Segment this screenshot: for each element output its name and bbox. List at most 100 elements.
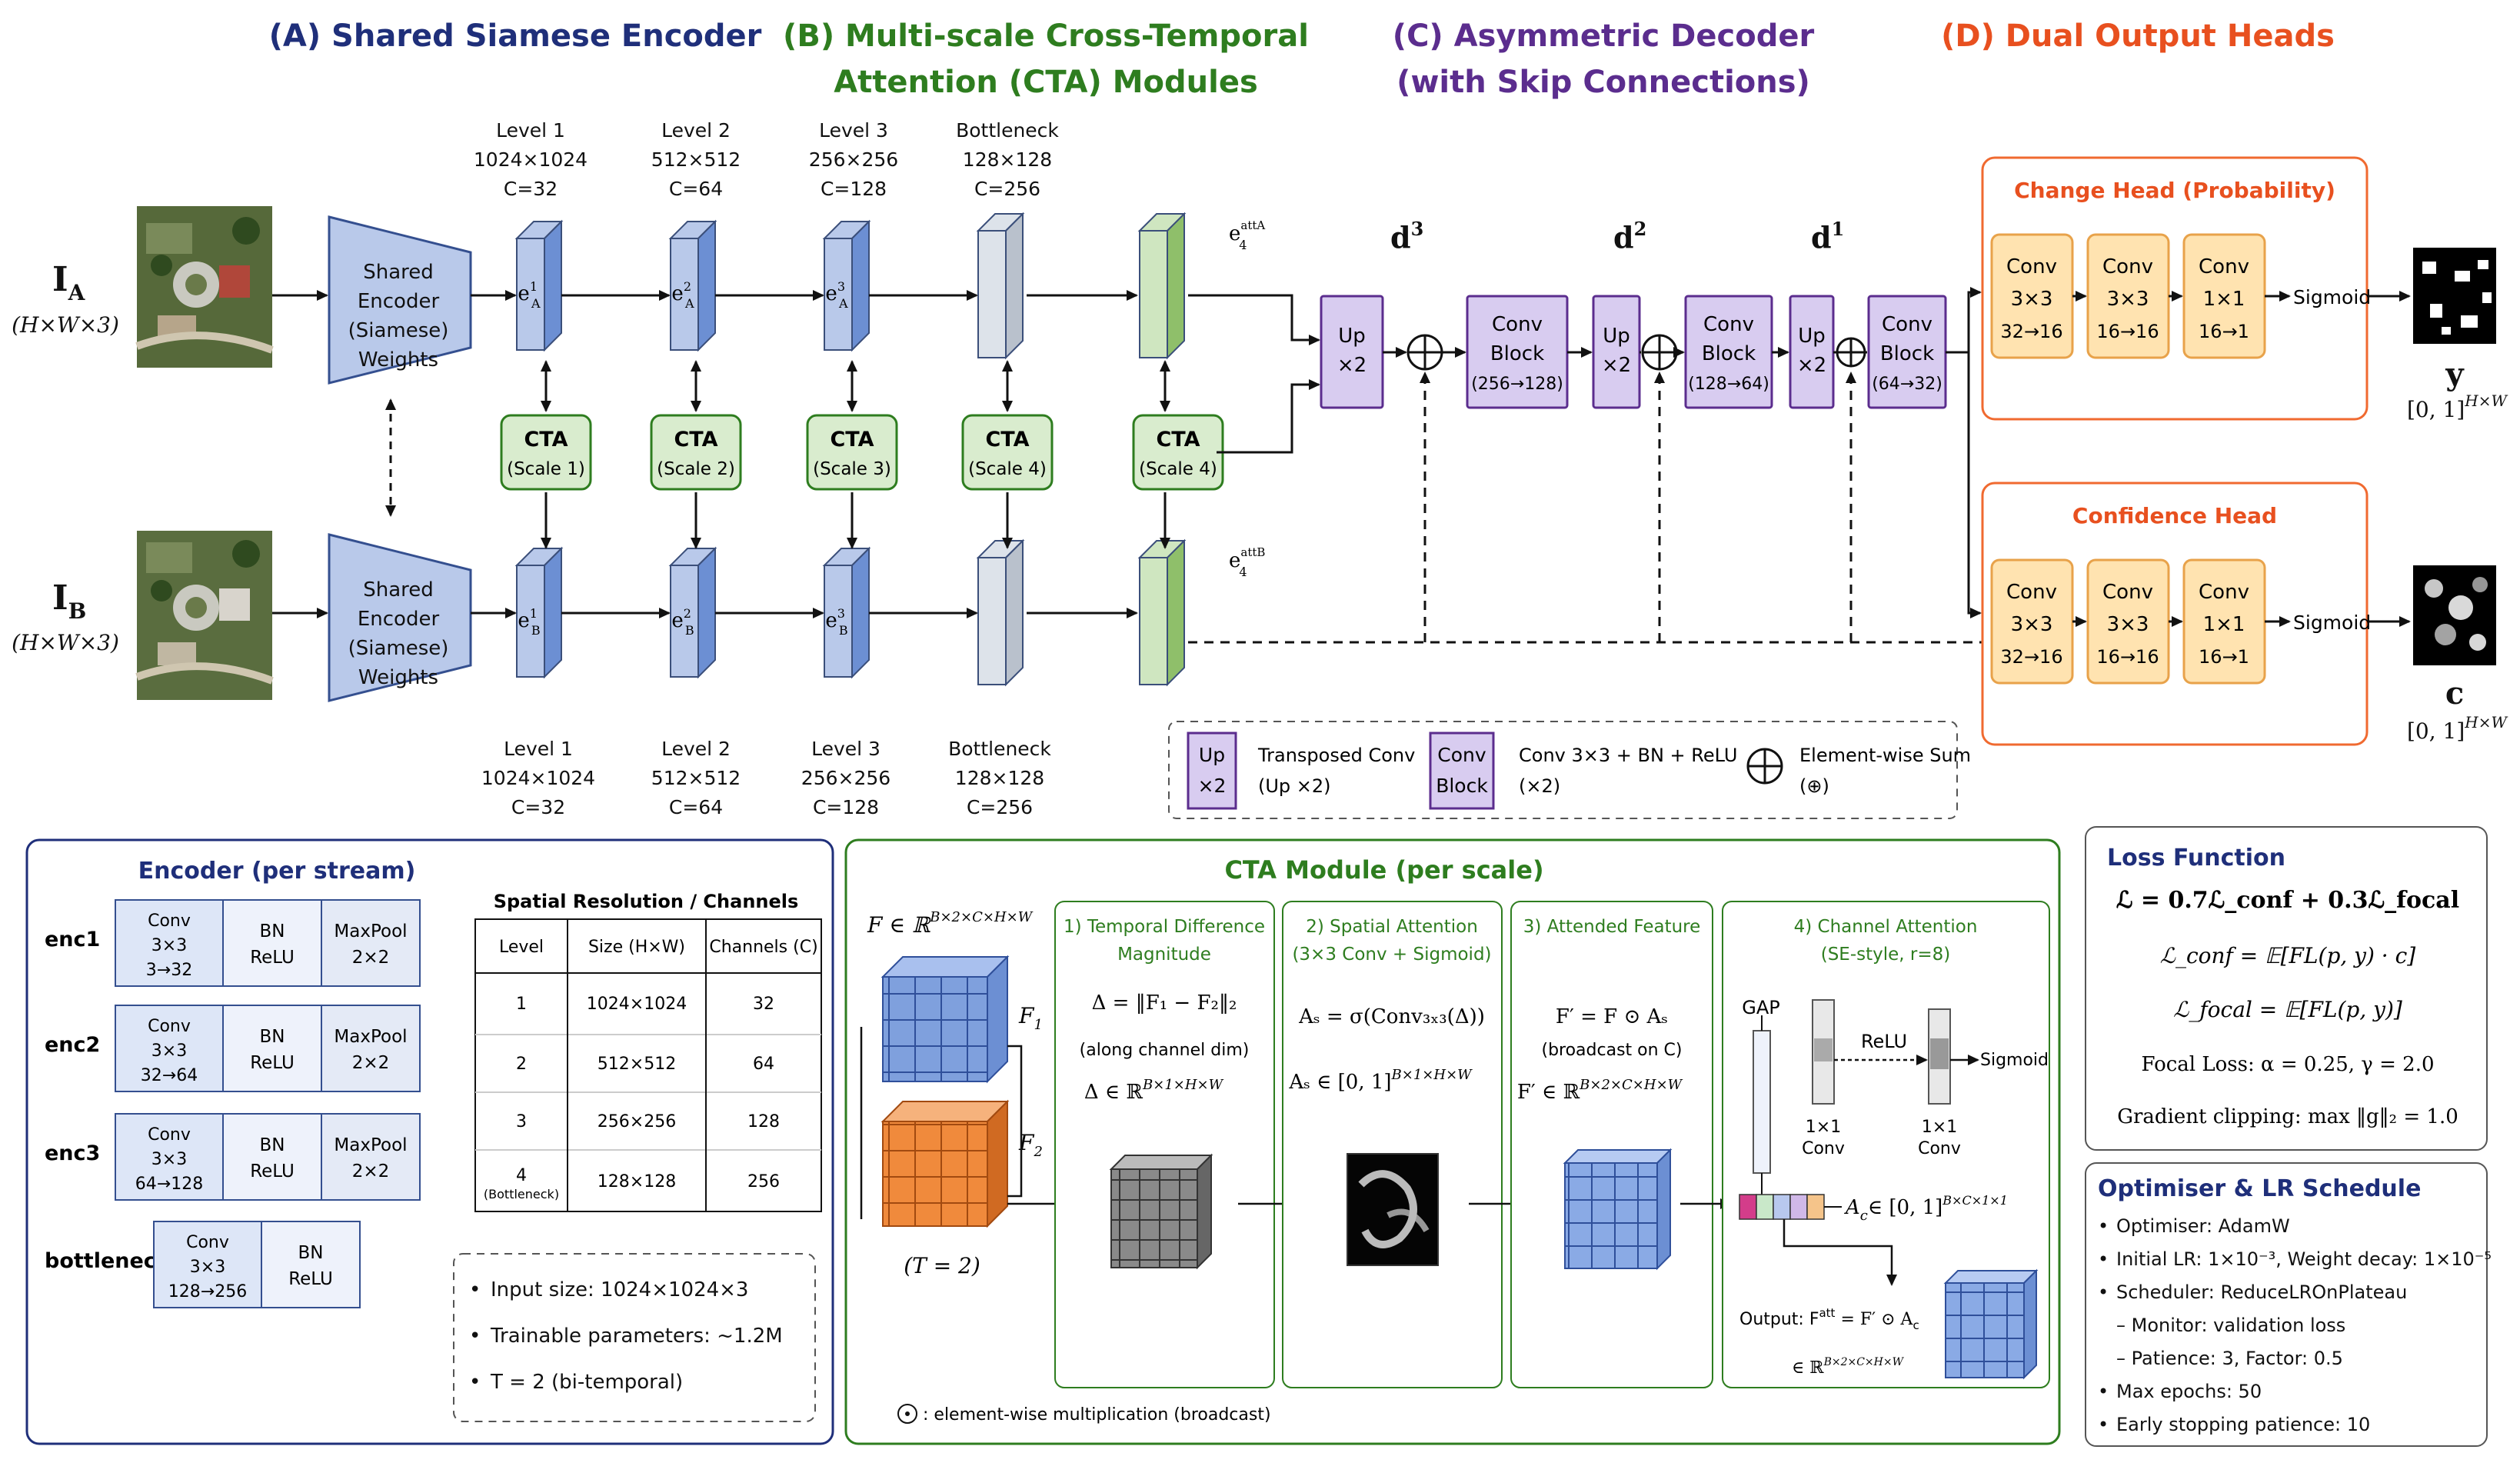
svg-text:CTA: CTA (830, 428, 874, 452)
svg-text:2×2: 2×2 (352, 1053, 390, 1073)
svg-text:Transposed Conv: Transposed Conv (1257, 745, 1415, 766)
confidence-head: Confidence HeadConv3×332→16Conv3×316→16C… (1981, 482, 2411, 746)
svg-text:Conv: Conv (2006, 581, 2057, 604)
svg-text:Shared: Shared (363, 578, 434, 602)
svg-text:Gradient clipping: max ‖g‖₂ =: Gradient clipping: max ‖g‖₂ = 1.0 (2117, 1105, 2458, 1128)
svg-text:2) Spatial Attention: 2) Spatial Attention (1306, 917, 1478, 937)
level-1-bottom-size: 1024×1024 (481, 767, 595, 789)
svg-text:Block: Block (1436, 775, 1488, 797)
level-2-bottom-ch: C=64 (669, 796, 723, 818)
svg-text:Up: Up (1338, 325, 1366, 348)
bottleneck-top-size: 128×128 (963, 148, 1052, 171)
svg-text:Channels (C): Channels (C) (709, 938, 817, 957)
level-3-bottom-name: Level 3 (811, 738, 881, 760)
svg-text:•: • (2098, 1381, 2109, 1402)
output-y-label: y (2445, 356, 2465, 392)
svg-text:Block: Block (1880, 342, 1934, 365)
up-block-1: Up ×2 (1320, 295, 1384, 409)
svg-text:(Siamese): (Siamese) (348, 319, 449, 342)
svg-text:16→1: 16→1 (2199, 646, 2249, 668)
svg-text:(×2): (×2) (1519, 775, 1560, 797)
up-block-3: Up ×2 (1789, 295, 1835, 409)
svg-text:Element-wise Sum: Element-wise Sum (1799, 745, 1971, 766)
svg-text:Up: Up (1798, 325, 1826, 348)
svg-text:Input size: 1024×1024×3: Input size: 1024×1024×3 (491, 1278, 748, 1301)
svg-text:Conv: Conv (1703, 313, 1754, 336)
svg-text:Sigmoid: Sigmoid (2293, 286, 2371, 308)
svg-text:e1B: e1B (518, 606, 540, 638)
svg-text:×2: ×2 (1602, 354, 1631, 377)
svg-text:Level: Level (499, 938, 544, 957)
decoder-d3-label: d3 (1390, 218, 1423, 255)
svg-text:Loss Function: Loss Function (2107, 845, 2285, 871)
svg-text:1×1: 1×1 (1806, 1118, 1841, 1137)
f1-label: F1 (1018, 1003, 1043, 1033)
svg-text:Encoder: Encoder (358, 290, 440, 313)
output-change-map (2413, 248, 2496, 344)
svg-text:e1A: e1A (518, 279, 541, 311)
bottleneck-top-name: Bottleneck (956, 119, 1059, 142)
svg-text:Magnitude: Magnitude (1117, 945, 1211, 965)
svg-text:Sigmoid: Sigmoid (1980, 1051, 2049, 1070)
feature-bottleneck-a (976, 212, 1025, 360)
svg-text:CTA: CTA (985, 428, 1029, 452)
step1-panel: 1) Temporal Difference Magnitude Δ = ‖F₁… (1054, 901, 1275, 1388)
svg-text:•: • (2098, 1248, 2109, 1270)
svg-text:Shared: Shared (363, 261, 434, 284)
svg-text:(along channel dim): (along channel dim) (1080, 1041, 1250, 1060)
svg-text:(128→64): (128→64) (1688, 375, 1769, 394)
svg-text:Conv: Conv (2199, 581, 2249, 604)
svg-text:BN: BN (260, 1135, 285, 1155)
svg-text:Max epochs: 50: Max epochs: 50 (2116, 1381, 2262, 1402)
svg-text:1024×1024: 1024×1024 (587, 995, 687, 1014)
svg-text:Weights: Weights (358, 348, 438, 372)
output-c-range: [0, 1]H×W (2407, 713, 2508, 744)
svg-text:(3×3 Conv + Sigmoid): (3×3 Conv + Sigmoid) (1292, 945, 1491, 965)
svg-text:ReLU: ReLU (288, 1269, 333, 1289)
arrow-att-a-to-up (1188, 294, 1320, 345)
resolution-table: Spatial Resolution / Channels Level Size… (474, 891, 822, 1212)
conv-block-1: Conv Block (256→128) (1466, 295, 1569, 409)
level-3-top-ch: C=128 (821, 178, 887, 200)
level-1-bottom-ch: C=32 (511, 796, 565, 818)
svg-text:MaxPool: MaxPool (334, 1027, 407, 1047)
svg-text:•: • (469, 1325, 481, 1348)
bottleneck-top-ch: C=256 (974, 178, 1040, 200)
cta-block-3: CTA(Scale 3) (806, 360, 898, 549)
svg-text:∈ ℝB×2×C×H×W: ∈ ℝB×2×C×H×W (1792, 1356, 1905, 1378)
svg-text:256: 256 (747, 1172, 780, 1191)
svg-text:BN: BN (260, 1027, 285, 1047)
step4-panel: 4) Channel Attention (SE-style, r=8) GAP… (1722, 901, 2050, 1388)
svg-text:(Siamese): (Siamese) (348, 637, 449, 660)
output-heads: Change Head (Probability)Conv3×332→16Con… (1981, 156, 2411, 746)
svg-text:64: 64 (753, 1055, 774, 1074)
svg-text:e2B: e2B (671, 606, 694, 638)
svg-text:•: • (2098, 1281, 2109, 1303)
svg-text:•: • (2098, 1414, 2109, 1435)
svg-text:F′ = F ⊙ Aₛ: F′ = F ⊙ Aₛ (1556, 1005, 1668, 1028)
svg-text:Conv: Conv (1882, 313, 1932, 336)
svg-text:– Patience: 3, Factor: 0.5: – Patience: 3, Factor: 0.5 (2116, 1348, 2343, 1369)
change-head-conv-2: Conv3×316→16 (2086, 233, 2170, 359)
svg-text:: element-wise multiplication: : element-wise multiplication (broadcast… (923, 1405, 1271, 1425)
cta-block-2: CTA(Scale 2) (650, 360, 742, 549)
svg-text:(64→32): (64→32) (1872, 375, 1942, 394)
svg-text:1: 1 (516, 995, 527, 1014)
svg-text:•: • (469, 1278, 481, 1301)
svg-text:Optimiser & LR Schedule: Optimiser & LR Schedule (2098, 1175, 2421, 1202)
bottleneck-bottom-ch: C=256 (967, 796, 1033, 818)
sum-node-1 (1406, 334, 1443, 371)
svg-text:4) Channel Attention: 4) Channel Attention (1794, 917, 1978, 937)
svg-text:IA: IA (52, 260, 86, 305)
svg-text:(H×W×3): (H×W×3) (12, 630, 119, 655)
svg-text:enc1: enc1 (45, 928, 100, 951)
level-2-top-ch: C=64 (669, 178, 723, 200)
cta-block-1: CTA(Scale 1) (500, 360, 592, 549)
svg-text:Conv: Conv (1492, 313, 1543, 336)
svg-text:CTA Module (per scale): CTA Module (per scale) (1224, 855, 1543, 885)
svg-text:3) Attended Feature: 3) Attended Feature (1523, 917, 1701, 937)
